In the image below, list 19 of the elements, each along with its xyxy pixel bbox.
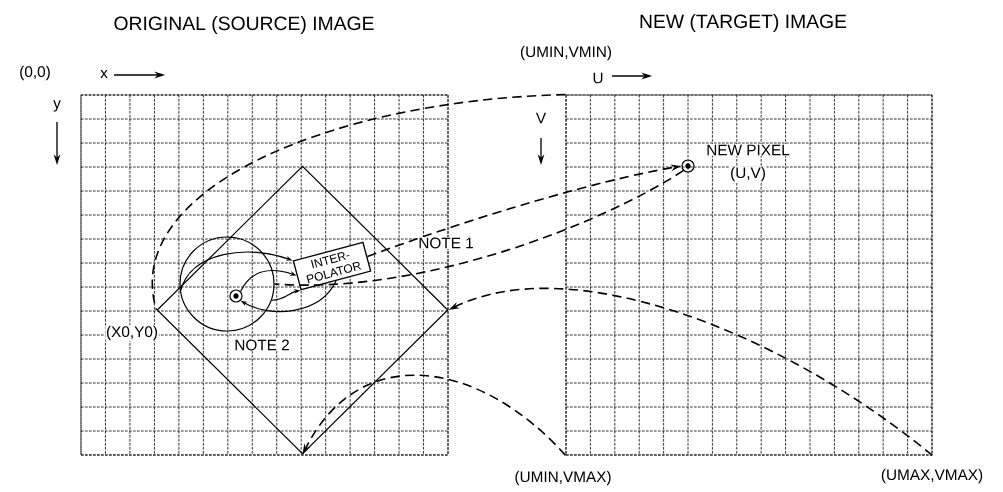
note-label: NOTE 2 [233, 338, 291, 352]
coordinate-label: (UMIN,VMIN) [519, 45, 613, 61]
axis-label: U [591, 72, 605, 84]
note-label: NEW PIXEL [705, 144, 791, 156]
arrow [302, 374, 567, 457]
coordinate-label: (UMIN,VMAX) [513, 470, 613, 486]
axis-label: y [52, 99, 62, 113]
note-label: (U,V) [729, 166, 767, 182]
coordinate-label: NOTE 1 [417, 236, 475, 250]
node-label: ORIGINAL (SOURCE) IMAGE [114, 15, 374, 35]
neighborhood-circle [179, 236, 275, 332]
axis-label: x [99, 69, 109, 79]
pixel-dot [229, 289, 243, 303]
coordinate-label: (UMAX,VMAX) [880, 468, 984, 484]
pixel-dot [681, 159, 695, 173]
coordinate-label: (0,0) [18, 65, 52, 81]
coordinate-label: (X0,Y0) [105, 325, 159, 341]
node-label: NEW (TARGET) IMAGE [640, 13, 847, 33]
axis-label: V [535, 112, 547, 124]
